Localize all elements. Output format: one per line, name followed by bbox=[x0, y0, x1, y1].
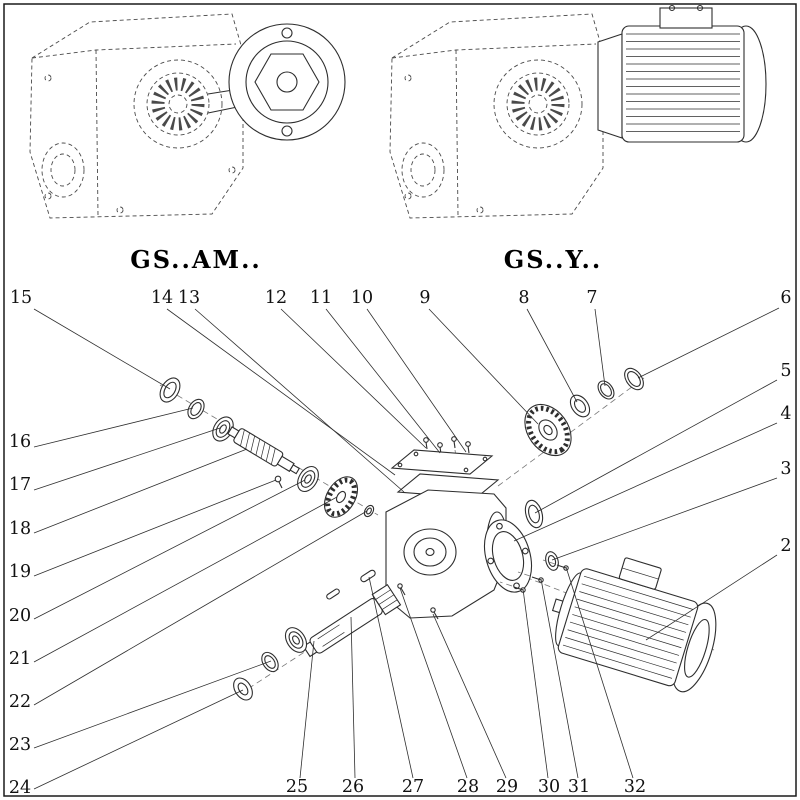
flange-seal bbox=[524, 499, 544, 529]
callout-number-4: 4 bbox=[780, 404, 791, 424]
terminal-box-icon bbox=[659, 7, 713, 29]
callout-number-13: 13 bbox=[178, 288, 200, 308]
callout-number-6: 6 bbox=[780, 288, 791, 308]
callout-number-22: 22 bbox=[9, 692, 31, 712]
callout-number-28: 28 bbox=[457, 777, 479, 797]
leader-line-22 bbox=[33, 510, 368, 706]
callout-number-11: 11 bbox=[310, 288, 332, 308]
callout-number-2: 2 bbox=[780, 536, 791, 556]
callout-number-18: 18 bbox=[9, 519, 31, 539]
output-circlip bbox=[261, 651, 279, 673]
gear-seal-ring bbox=[624, 367, 644, 391]
callout-number-12: 12 bbox=[265, 288, 287, 308]
leader-line-27 bbox=[368, 576, 414, 779]
leader-line-4 bbox=[513, 422, 778, 542]
leader-line-2 bbox=[645, 554, 778, 641]
leader-line-12 bbox=[280, 308, 427, 449]
callout-number-23: 23 bbox=[9, 735, 31, 755]
worm-gear-disc bbox=[323, 476, 359, 518]
gear-housing bbox=[385, 489, 508, 619]
splined-hub-icon bbox=[151, 77, 205, 131]
input-bearing-upper bbox=[212, 416, 234, 442]
leader-line-25 bbox=[299, 640, 315, 779]
leader-line-5 bbox=[534, 379, 778, 514]
callout-number-27: 27 bbox=[402, 777, 424, 797]
callout-number-31: 31 bbox=[568, 777, 590, 797]
model-label-gs-am: GS..AM.. bbox=[130, 245, 262, 274]
leader-line-18 bbox=[33, 448, 248, 534]
input-oring bbox=[363, 504, 375, 518]
model-label-gs-y: GS..Y.. bbox=[504, 245, 602, 274]
leader-line-8 bbox=[526, 308, 578, 403]
motor-drawing bbox=[597, 4, 767, 143]
leader-line-14 bbox=[166, 308, 396, 476]
callout-number-32: 32 bbox=[624, 777, 646, 797]
callout-number-3: 3 bbox=[780, 459, 791, 479]
leader-line-6 bbox=[637, 307, 780, 379]
output-bearing bbox=[284, 627, 308, 653]
motor-exploded bbox=[551, 557, 717, 693]
leader-line-28 bbox=[399, 587, 468, 779]
callout-number-5: 5 bbox=[780, 361, 791, 381]
shaft-pin bbox=[326, 588, 340, 600]
leader-line-16 bbox=[33, 407, 194, 448]
leader-line-15 bbox=[33, 308, 171, 390]
leader-line-30 bbox=[522, 588, 549, 779]
output-flange-drawing bbox=[228, 23, 346, 141]
input-circlip bbox=[187, 398, 205, 420]
leader-line-23 bbox=[33, 660, 272, 749]
callout-number-8: 8 bbox=[518, 288, 529, 308]
leader-line-24 bbox=[33, 689, 244, 790]
leader-line-31 bbox=[540, 578, 579, 779]
callout-number-21: 21 bbox=[9, 649, 31, 669]
splined-hub-icon bbox=[511, 77, 565, 131]
cover-plate bbox=[390, 449, 494, 475]
input-bearing-lower bbox=[297, 465, 319, 493]
callout-number-14: 14 bbox=[151, 288, 173, 308]
callout-number-17: 17 bbox=[9, 475, 31, 495]
leader-line-9 bbox=[428, 308, 539, 425]
callout-number-29: 29 bbox=[496, 777, 518, 797]
input-seal-ring bbox=[159, 377, 181, 403]
set-pin bbox=[274, 475, 283, 489]
leader-line-17 bbox=[33, 427, 221, 491]
leader-line-7 bbox=[594, 308, 606, 387]
callout-number-24: 24 bbox=[9, 778, 31, 798]
leader-line-11 bbox=[325, 308, 441, 454]
callout-number-7: 7 bbox=[586, 288, 597, 308]
worm-shaft bbox=[227, 426, 301, 475]
gear-circlip bbox=[597, 380, 615, 400]
leader-line-13 bbox=[194, 308, 405, 493]
callout-number-10: 10 bbox=[351, 288, 373, 308]
callout-number-19: 19 bbox=[9, 562, 31, 582]
gear-washer bbox=[569, 394, 591, 418]
leader-line-10 bbox=[366, 308, 467, 453]
leader-line-21 bbox=[33, 496, 338, 663]
gearbox-motor-variant-drawing bbox=[389, 4, 767, 219]
exploded-view: 1514131211109876543216171819202122232425… bbox=[9, 288, 792, 798]
housing-screws bbox=[397, 583, 439, 620]
callout-number-20: 20 bbox=[9, 606, 31, 626]
callout-number-26: 26 bbox=[342, 777, 364, 797]
leader-line-32 bbox=[565, 566, 634, 779]
callout-number-9: 9 bbox=[419, 288, 430, 308]
gearbox-flange-variant-drawing bbox=[29, 13, 346, 219]
leader-line-3 bbox=[551, 477, 778, 561]
leader-line-19 bbox=[33, 479, 277, 577]
flange-ring bbox=[545, 551, 559, 571]
leader-line-20 bbox=[33, 479, 306, 620]
output-gear bbox=[524, 403, 572, 457]
output-shaft bbox=[302, 583, 402, 658]
leader-line-29 bbox=[432, 613, 507, 779]
callout-number-15: 15 bbox=[10, 288, 32, 308]
motor-mounting-flange bbox=[483, 519, 533, 593]
callout-number-30: 30 bbox=[538, 777, 560, 797]
callout-number-25: 25 bbox=[286, 777, 308, 797]
callout-number-16: 16 bbox=[9, 432, 31, 452]
leader-line-26 bbox=[350, 616, 356, 779]
